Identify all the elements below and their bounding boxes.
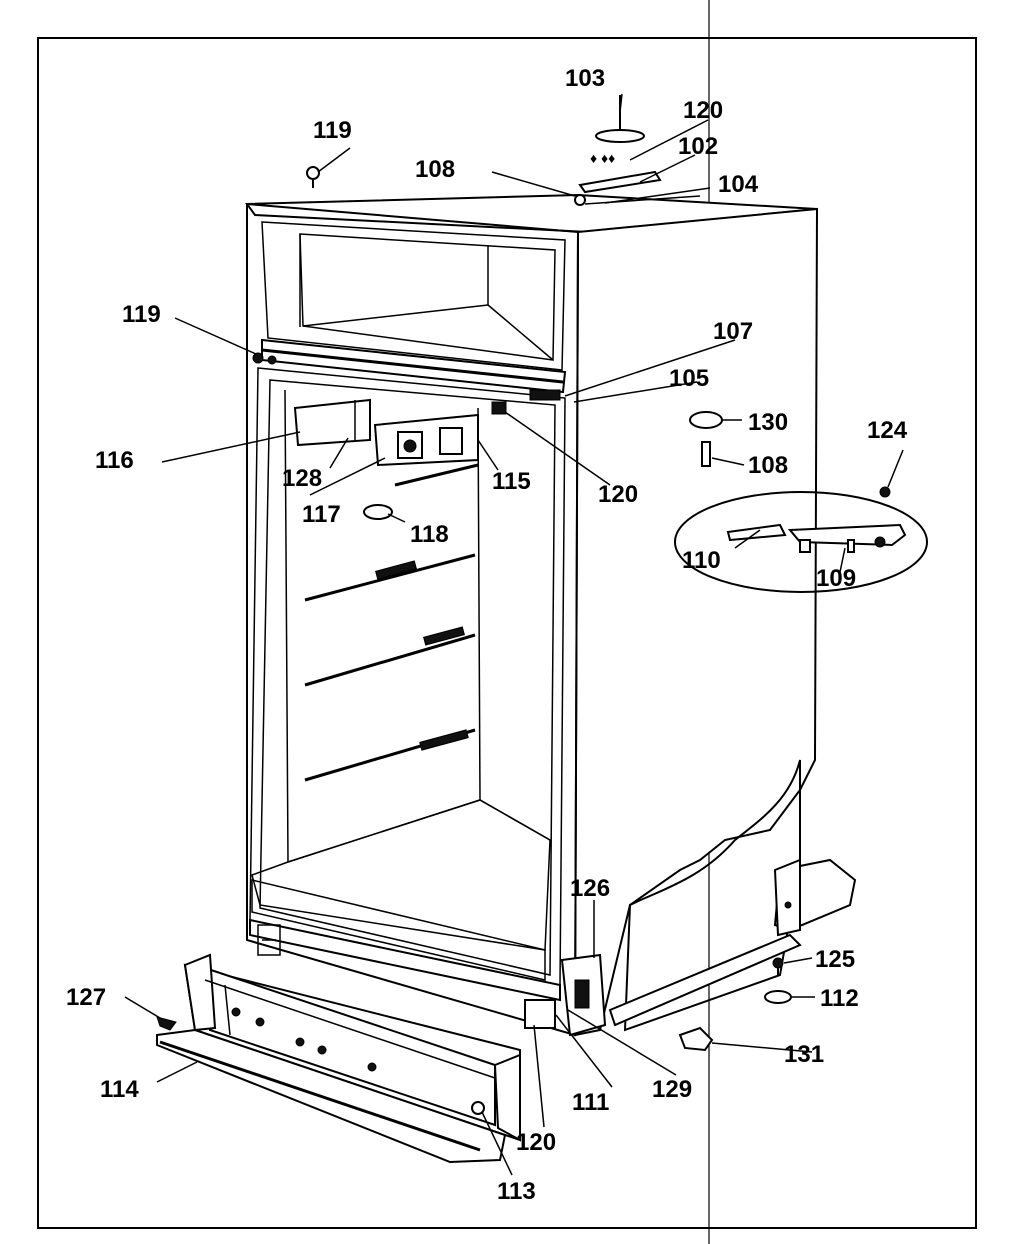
control-housing	[252, 352, 561, 520]
label-117: 117	[302, 501, 341, 528]
label-120-bottom: 120	[516, 1129, 556, 1156]
page-frame	[37, 37, 977, 1229]
grille-end-left	[183, 953, 217, 1032]
washer-120	[595, 129, 645, 143]
top-hinge-parts: ♦ ♦♦	[306, 95, 701, 206]
toe-grille-assembly	[156, 953, 521, 1164]
screw-108-top	[574, 194, 586, 206]
screw-119-top	[306, 166, 320, 180]
label-125: 125	[815, 946, 855, 973]
screw-127	[156, 1016, 177, 1031]
shelf-rail	[304, 633, 476, 687]
label-118: 118	[410, 521, 449, 548]
screw-125	[772, 957, 784, 969]
side-cutaway	[623, 759, 801, 1032]
hinge-plate-102	[578, 170, 662, 194]
freezer-inner	[299, 233, 556, 361]
refrigerator-cabinet	[245, 193, 857, 1037]
cabinet-side-panel	[573, 207, 819, 1037]
shelf-rail	[394, 463, 479, 487]
label-119-top: 119	[313, 117, 352, 144]
cabinet-base-front	[249, 918, 561, 1002]
detail-circle	[674, 491, 928, 593]
label-108-top: 108	[415, 156, 455, 183]
label-119-front: 119	[122, 301, 161, 328]
screw-108-side	[701, 441, 711, 467]
label-127: 127	[66, 984, 106, 1011]
label-131: 131	[784, 1041, 824, 1068]
label-128: 128	[282, 465, 322, 492]
fresh-food-liner	[259, 379, 556, 976]
part-labels: 103 120 102 104 108 119 119 107 105 130 …	[66, 65, 908, 1205]
label-124: 124	[867, 417, 908, 444]
plug-124	[879, 486, 891, 498]
grille-end-right	[493, 1053, 521, 1142]
bumper-130	[689, 411, 723, 429]
label-109: 109	[816, 565, 856, 592]
svg-text:♦ ♦♦: ♦ ♦♦	[590, 150, 615, 166]
label-116: 116	[95, 447, 134, 474]
label-108-side: 108	[748, 452, 788, 479]
side-rail	[608, 933, 802, 1027]
clip-131	[678, 1026, 714, 1052]
compartment-floor	[251, 799, 551, 951]
label-113: 113	[497, 1178, 536, 1205]
shelf-rail	[304, 553, 476, 602]
label-130: 130	[748, 409, 788, 436]
label-115: 115	[492, 468, 531, 495]
clip-118	[363, 504, 393, 520]
screw-119-front	[252, 352, 264, 364]
label-102: 102	[678, 133, 718, 160]
label-111: 111	[572, 1089, 609, 1116]
freezer-compartment	[261, 221, 566, 371]
label-107: 107	[713, 318, 753, 345]
label-126: 126	[570, 875, 610, 902]
label-120-top: 120	[683, 97, 723, 124]
washer-112	[764, 990, 792, 1004]
label-105: 105	[669, 365, 709, 392]
label-120-mid: 120	[598, 481, 638, 508]
cabinet-front-frame	[246, 202, 580, 1037]
bottom-parts	[156, 957, 792, 1052]
label-114: 114	[100, 1076, 139, 1103]
label-129: 129	[652, 1076, 692, 1103]
label-112: 112	[820, 985, 859, 1012]
label-103: 103	[565, 65, 605, 92]
leader-lines	[124, 93, 904, 1176]
label-104: 104	[718, 171, 759, 198]
label-110: 110	[682, 547, 721, 574]
